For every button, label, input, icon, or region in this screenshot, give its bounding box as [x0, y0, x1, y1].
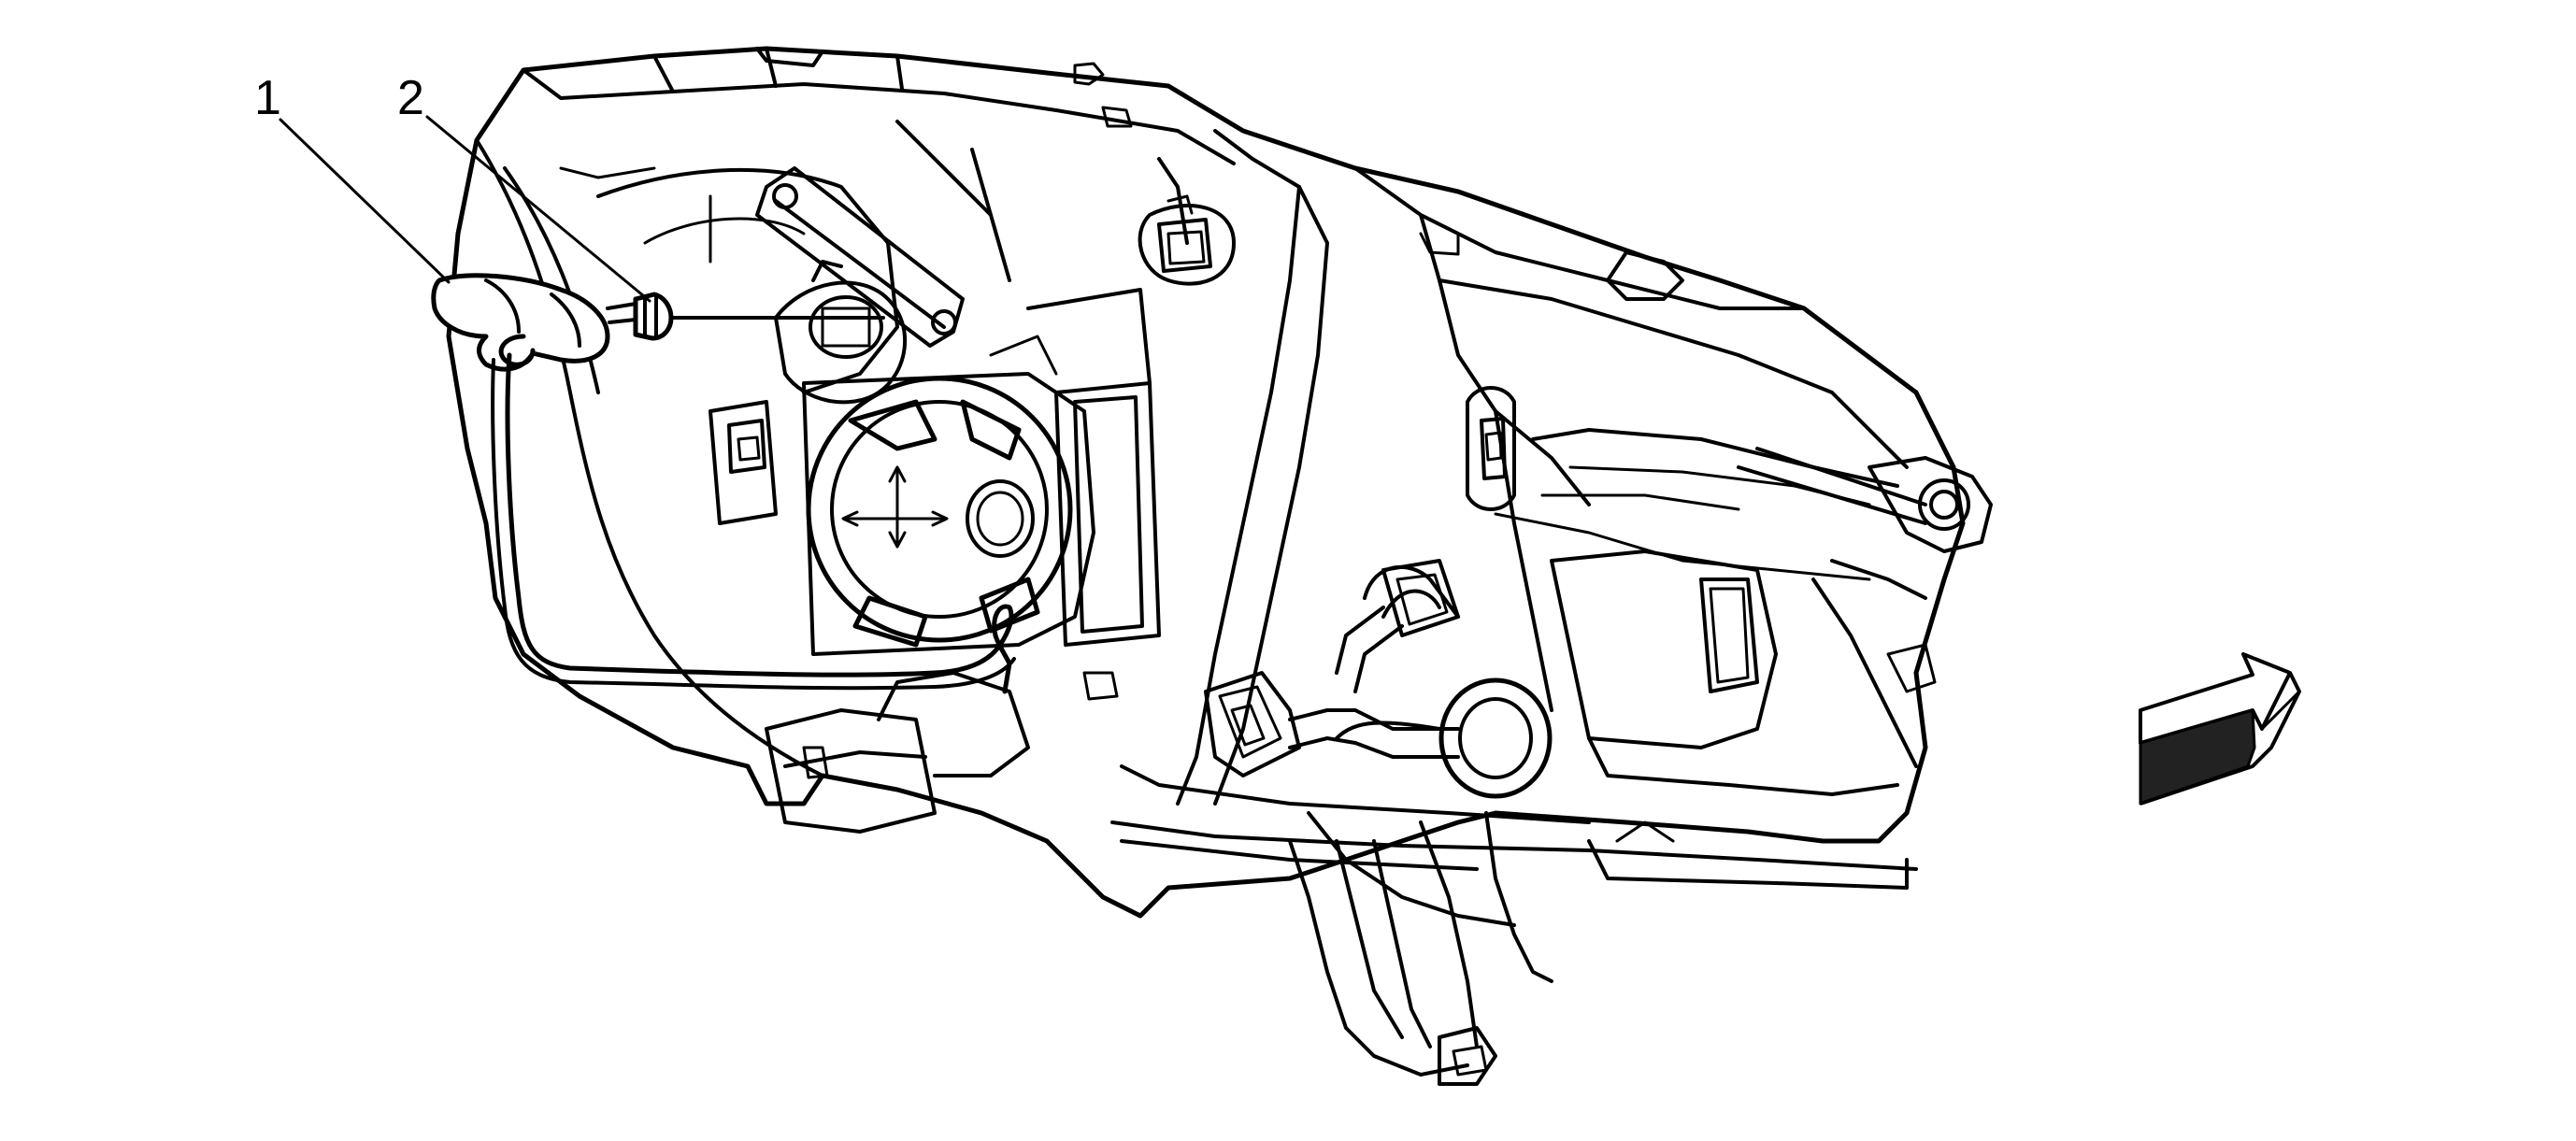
callout-1-label: 1	[254, 71, 281, 125]
callout-2-label: 2	[397, 71, 424, 125]
upper-electrical-connector	[1138, 194, 1236, 286]
headlamp-bulb-access-cover	[802, 372, 1095, 656]
headlamp-housing	[446, 46, 1993, 1086]
removed-bulb	[606, 292, 885, 341]
callout-1-leader	[279, 118, 451, 284]
callout-2-leader	[425, 115, 651, 303]
socket-retaining-bracket	[755, 166, 965, 348]
removed-bulb-socket	[431, 273, 1016, 694]
upper-bulb-socket	[774, 260, 908, 405]
housing-vent-block	[989, 288, 1161, 647]
left-side-connector	[708, 400, 778, 525]
wiring-harness	[1204, 559, 1553, 799]
forward-direction-arrow-icon	[2139, 652, 2301, 806]
callout-leaders	[279, 115, 651, 303]
right-side-connector	[1466, 386, 1516, 511]
